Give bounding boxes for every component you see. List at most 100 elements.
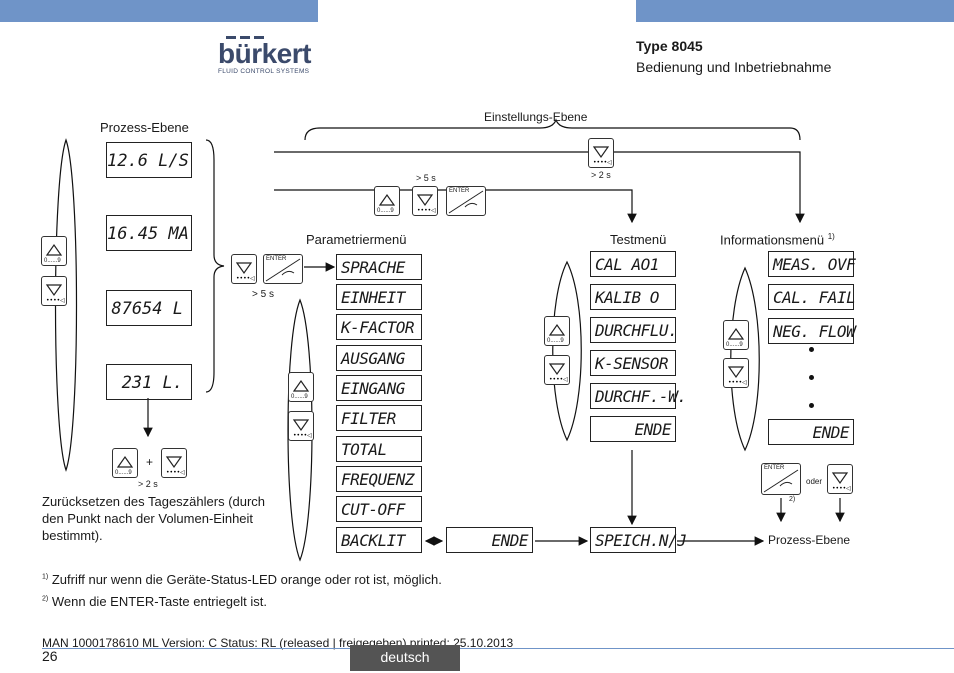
hold-5s-label-param: > 5 s [252,289,274,300]
info-item-cal-fail: CAL. FAIL [768,284,856,310]
svg-text:••••◁: ••••◁ [417,207,436,214]
label-informationsmenue: Informationsmenü 1) [720,232,835,247]
process-display-total: 87654 L [106,290,192,326]
save-prompt: SPEICH.N/J [590,527,687,553]
oder-label: oder [806,477,823,486]
enter-key-test[interactable]: ENTER [446,186,486,216]
label-testmenue: Testmenü [610,232,667,247]
plus-sign: + [146,455,154,469]
hold-2s-label-info: > 2 s [591,170,611,180]
continuation-dot [809,347,814,352]
svg-text:••••◁: ••••◁ [46,297,65,304]
footnote-2-text: Wenn die ENTER-Taste entriegelt ist. [51,594,267,609]
param-item-frequenz: FREQUENZ [336,466,422,492]
footnote-1-mark: 1) [42,573,49,581]
param-item-einheit: EINHEIT [336,284,422,310]
process-display-daily-total: 231 L. [106,364,192,400]
footnote-2: 2) Wenn die ENTER-Taste entriegelt ist. [42,594,267,609]
brand-subtitle: FLUID CONTROL SYSTEMS [218,68,310,75]
key-digits-label: 0......9 [726,342,743,348]
param-item-sprache: SPRACHE [336,254,422,280]
test-item-durchf-w: DURCHF.-W. [590,383,687,409]
key-digits-label: 0......9 [291,394,308,400]
hold-5s-label-test: > 5 s [416,173,436,183]
svg-text:••••◁: ••••◁ [728,379,747,386]
down-key-process[interactable]: ••••◁ [41,276,67,306]
note-mark-2: 2) [789,496,796,503]
up-key-infomenu[interactable]: 0......9 [723,320,749,350]
svg-text:••••◁: ••••◁ [236,275,255,282]
language-label: deutsch [380,649,430,665]
enter-key-label: ENTER [764,465,785,471]
header-bar-left [0,0,318,22]
down-key-infomenu[interactable]: ••••◁ [723,358,749,388]
brand-name: bürkert [218,38,311,69]
test-end: ENDE [590,416,676,442]
reset-description-line2: den Punkt nach der Volumen-Einheit [42,511,254,526]
footer-rule [42,648,954,649]
process-display-flow: 12.6 L/S [106,142,192,178]
param-item-k-factor: K-FACTOR [336,314,422,340]
down-key-test[interactable]: ••••◁ [412,186,438,216]
enter-key-info-exit[interactable]: ENTER [761,463,801,495]
svg-text:••••◁: ••••◁ [832,485,851,492]
enter-key-label: ENTER [266,256,287,262]
brand-logo: bürkert FLUID CONTROL SYSTEMS [218,36,320,75]
enter-key-param[interactable]: ENTER [263,254,303,284]
up-key-process[interactable]: 0......9 [41,236,67,266]
label-prozess-ebene-return: Prozess-Ebene [768,533,851,547]
page-number: 26 [42,648,58,664]
document-type: Type 8045 [636,38,703,54]
language-tab: deutsch [350,645,460,671]
param-item-eingang: EINGANG [336,375,422,401]
svg-text:••••◁: ••••◁ [593,159,612,166]
document-subtitle: Bedienung und Inbetriebnahme [636,59,832,75]
process-display-current: 16.45 MA [106,215,192,251]
up-key-test[interactable]: 0......9 [374,186,400,216]
down-key-info[interactable]: ••••◁ [588,138,614,168]
param-item-filter: FILTER [336,405,422,431]
continuation-dot [809,375,814,380]
key-digits-label: 0......9 [547,338,564,344]
footnote-1-text: Zufriff nur wenn die Geräte-Status-LED o… [51,572,442,587]
svg-text:••••◁: ••••◁ [293,432,312,439]
footnote-2-mark: 2) [42,595,49,603]
down-key-testmenu[interactable]: ••••◁ [544,355,570,385]
key-digits-label: 0......9 [44,258,61,264]
reset-description-line1: Zurücksetzen des Tageszählers (durch [42,494,266,509]
footnote-1: 1) Zufriff nur wenn die Geräte-Status-LE… [42,572,442,587]
up-key-reset[interactable]: 0......9 [112,448,138,478]
test-item-kalib-o: KALIB O [590,284,676,310]
label-einstellungs-ebene: Einstellungs-Ebene [484,110,588,124]
param-end: ENDE [446,527,533,553]
test-item-k-sensor: K-SENSOR [590,350,676,376]
label-informationsmenue-text: Informationsmenü [720,232,825,248]
info-item-meas-ovf: MEAS. OVF [768,251,856,277]
svg-text:••••◁: ••••◁ [549,376,568,383]
param-item-ausgang: AUSGANG [336,345,422,371]
key-digits-label: 0......9 [377,208,394,214]
label-parametriermenue: Parametriermenü [306,232,407,247]
reset-description-line3: bestimmt). [42,528,103,543]
down-key-reset[interactable]: ••••◁ [161,448,187,478]
continuation-dot [809,403,814,408]
param-item-total: TOTAL [336,436,422,462]
param-item-backlit: BACKLIT [336,527,422,553]
enter-key-label: ENTER [449,188,470,194]
test-item-cal-ao1: CAL AO1 [590,251,676,277]
down-key-info-exit[interactable]: ••••◁ [827,464,853,494]
info-end: ENDE [768,419,854,445]
param-item-cut-off: CUT-OFF [336,496,422,522]
svg-text:••••◁: ••••◁ [166,469,185,476]
key-digits-label: 0......9 [115,470,132,476]
hold-2s-label-reset: > 2 s [138,479,158,489]
test-item-durchflu: DURCHFLU. [590,317,678,343]
footnote-mark-1: 1) [827,232,835,241]
down-key-param[interactable]: ••••◁ [288,411,314,441]
up-key-param[interactable]: 0......9 [288,372,314,402]
down-key-enter-param[interactable]: ••••◁ [231,254,257,284]
header-bar-right [636,0,954,22]
up-key-testmenu[interactable]: 0......9 [544,316,570,346]
label-prozess-ebene: Prozess-Ebene [100,120,189,135]
